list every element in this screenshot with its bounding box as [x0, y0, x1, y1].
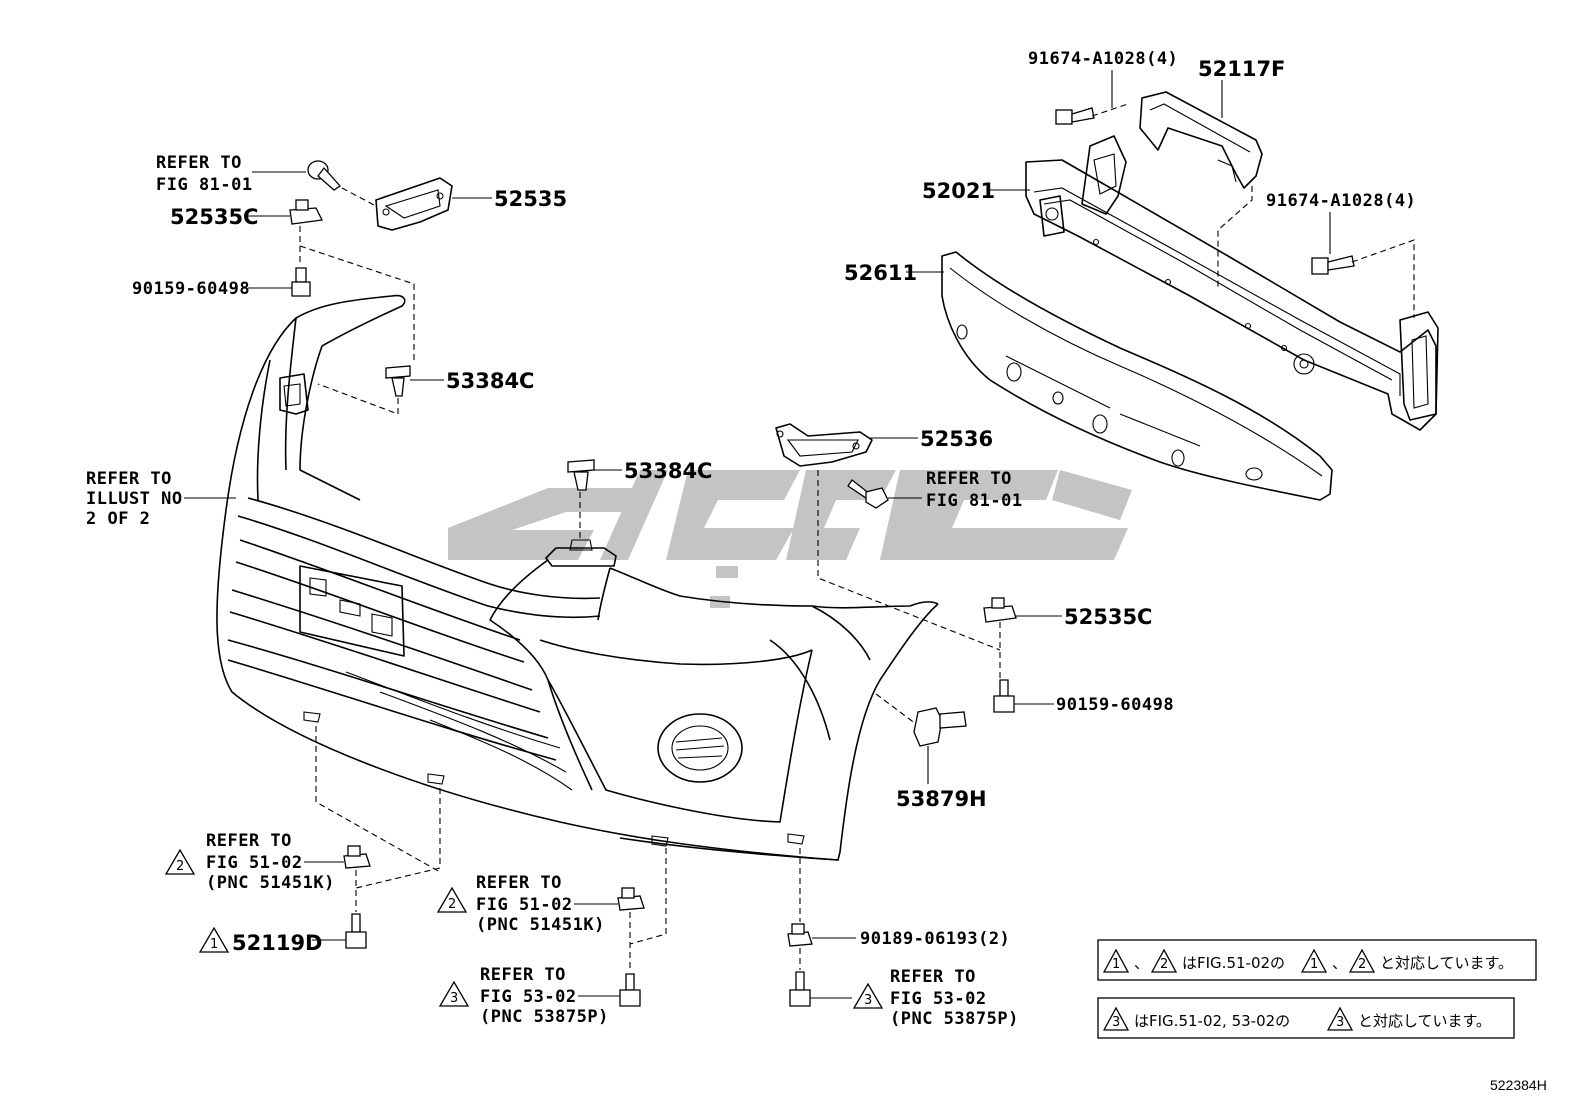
svg-text:2: 2: [176, 859, 184, 874]
label-52536: 52536: [920, 427, 993, 451]
clip-52535C-left-icon: [289, 199, 323, 225]
note1-sep1: 、: [1134, 954, 1149, 972]
bracket-53879H-icon: [913, 707, 967, 747]
svg-text:3: 3: [1112, 1015, 1120, 1030]
bumper-reinforcement-52021: [1025, 135, 1439, 431]
clip-53384C-upper-icon: [385, 365, 411, 397]
label-refer-51-b-3: (PNC 51451K): [476, 915, 605, 935]
label-refer-81-right-1: REFER TO: [926, 469, 1012, 489]
support-52117F: [1139, 91, 1263, 189]
nut-90189-icon: [787, 923, 813, 947]
label-refer-illust-3: 2 OF 2: [86, 509, 150, 529]
clip-52535C-right-icon: [983, 597, 1017, 623]
label-90159-right: 90159-60498: [1056, 695, 1174, 715]
triangle-2-center: 2: [436, 886, 468, 913]
svg-text:2: 2: [1358, 957, 1366, 972]
triangle-2-left: 2: [164, 848, 196, 875]
label-refer-53-a-3: (PNC 53875P): [480, 1007, 609, 1027]
label-refer-81-right-2: FIG 81-01: [926, 491, 1023, 511]
screw-90159-left-icon: [291, 267, 311, 297]
bumper-cover: [216, 294, 939, 861]
label-53879H: 53879H: [896, 787, 987, 811]
label-refer-53-b-2: FIG 53-02: [890, 989, 987, 1009]
svg-text:3: 3: [864, 993, 872, 1008]
label-52021: 52021: [922, 179, 995, 203]
label-52119D: 52119D: [232, 931, 323, 955]
svg-text:1: 1: [1112, 957, 1120, 972]
svg-text:2: 2: [448, 897, 456, 912]
label-refer-illust-1: REFER TO: [86, 469, 172, 489]
figure-id: 522384H: [1490, 1077, 1547, 1093]
retainer-52536: [775, 423, 873, 467]
triangle-3-right: 3: [852, 982, 884, 1009]
label-53384C-center: 53384C: [624, 459, 712, 483]
clip-53384C-center-icon: [567, 459, 595, 491]
callout-labels: 91674-A1028(4) 52117F 52021 91674-A1028(…: [86, 49, 1416, 1029]
label-bolt-91674-lower: 91674-A1028(4): [1266, 191, 1416, 211]
note-box-1: 1 、 2 はFIG.51-02の 1 、 2 と対応しています。: [1097, 939, 1537, 981]
label-refer-53-b-3: (PNC 53875P): [890, 1009, 1019, 1029]
note1-text1: はFIG.51-02の: [1182, 954, 1285, 972]
note1-sep2: 、: [1332, 954, 1347, 972]
retainer-52535: [375, 177, 453, 231]
clip-51-02-left-icon: [343, 845, 371, 869]
screw-53-02-right-icon: [789, 971, 811, 1007]
label-90159-left: 90159-60498: [132, 279, 250, 299]
label-refer-51-b-1: REFER TO: [476, 873, 562, 893]
note1-text2: と対応しています。: [1380, 954, 1513, 972]
label-52611: 52611: [844, 261, 917, 285]
screw-right-icon: [847, 479, 889, 509]
svg-text:3: 3: [450, 991, 458, 1006]
svg-text:1: 1: [210, 937, 218, 952]
label-53384C-upper: 53384C: [446, 369, 534, 393]
label-bolt-91674-upper: 91674-A1028(4): [1028, 49, 1178, 69]
label-refer-81-left-1: REFER TO: [156, 153, 242, 173]
energy-absorber-52611: [941, 251, 1333, 501]
label-refer-53-b-1: REFER TO: [890, 967, 976, 987]
label-refer-53-a-2: FIG 53-02: [480, 987, 577, 1007]
label-52535: 52535: [494, 187, 567, 211]
label-52535C-right: 52535C: [1064, 605, 1152, 629]
svg-text:3: 3: [1336, 1015, 1344, 1030]
hardware: [289, 107, 1355, 1007]
clip-51-02-center-icon: [617, 887, 645, 911]
label-refer-illust-2: ILLUST NO: [86, 489, 183, 509]
label-90189: 90189-06193(2): [860, 929, 1010, 949]
bolt-91674-upper-icon: [1055, 107, 1095, 125]
note2-text1: はFIG.51-02, 53-02の: [1134, 1012, 1290, 1030]
screw-53-02-center-icon: [619, 973, 641, 1007]
bolt-91674-lower-icon: [1311, 255, 1355, 275]
svg-text:2: 2: [1160, 957, 1168, 972]
watermark-logo: [448, 470, 1132, 608]
triangle-marks: 2 1 2 3 3: [164, 848, 884, 1009]
label-52117F: 52117F: [1198, 57, 1285, 81]
note-box-2: 3 はFIG.51-02, 53-02の 3 と対応しています。: [1097, 997, 1515, 1039]
triangle-1-left: 1: [198, 926, 230, 953]
label-refer-51-a-2: FIG 51-02: [206, 853, 303, 873]
label-refer-51-b-2: FIG 51-02: [476, 895, 573, 915]
leader-lines: [184, 70, 1331, 999]
screw-90159-right-icon: [993, 679, 1015, 713]
label-refer-81-left-2: FIG 81-01: [156, 175, 253, 195]
screw-upper-left-icon: [307, 160, 341, 191]
note2-text2: と対応しています。: [1358, 1012, 1491, 1030]
triangle-3-center: 3: [438, 980, 470, 1007]
assembly-dashed-lines: [299, 103, 1415, 972]
label-refer-51-a-3: (PNC 51451K): [206, 873, 335, 893]
screw-52119D-icon: [345, 913, 367, 949]
label-52535C-left: 52535C: [170, 205, 258, 229]
label-refer-53-a-1: REFER TO: [480, 965, 566, 985]
svg-text:1: 1: [1310, 957, 1318, 972]
label-refer-51-a-1: REFER TO: [206, 831, 292, 851]
